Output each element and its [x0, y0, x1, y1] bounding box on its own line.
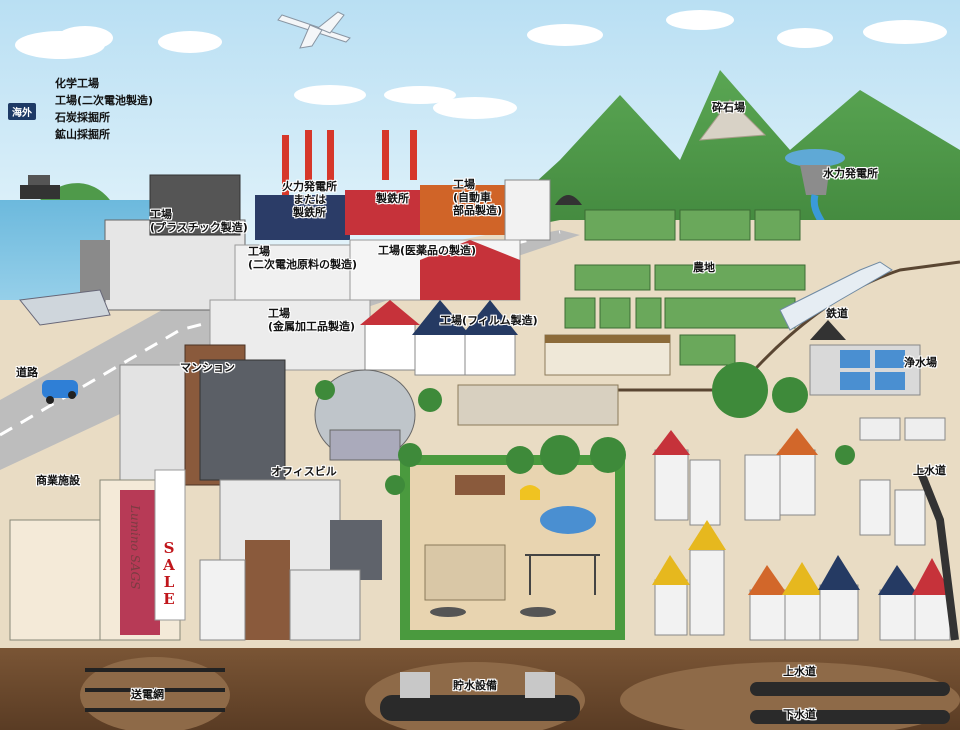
- overseas-item: 工場(二次電池製造): [55, 92, 153, 109]
- overseas-tag: 海外: [8, 103, 36, 120]
- water-supply-pipe: [750, 682, 950, 696]
- sewer-pipe: [750, 710, 950, 724]
- label-road: 道路: [16, 366, 38, 379]
- park: [405, 460, 620, 635]
- elephant-slide: [540, 506, 596, 534]
- bench: [455, 475, 505, 495]
- label-railway: 鉄道: [826, 307, 848, 320]
- store-sale-sign: SALE: [160, 540, 178, 608]
- long-building: [458, 385, 618, 425]
- label-thermal-power: 火力発電所 または 製鉄所: [282, 180, 337, 219]
- storage-tank: [380, 695, 580, 721]
- label-water-storage: 貯水設備: [453, 679, 497, 692]
- dam-lake: [785, 149, 845, 167]
- label-water-purification: 浄水場: [904, 356, 937, 369]
- label-farmland: 農地: [693, 261, 715, 274]
- overseas-item: 化学工場: [55, 75, 153, 92]
- label-hydro-power: 水力発電所: [823, 167, 878, 180]
- label-mansion: マンション: [180, 361, 235, 374]
- label-metal-factory: 工場 (金属加工品製造): [268, 307, 355, 333]
- store-name-sign: Lumino SAGS: [128, 505, 142, 589]
- overseas-item: 鉱山採掘所: [55, 126, 153, 143]
- label-water-supply-surface: 上水道: [913, 464, 946, 477]
- overseas-item: 石炭採掘所: [55, 109, 153, 126]
- train-station: [545, 335, 670, 375]
- label-pharma-factory: 工場(医薬品の製造): [378, 244, 476, 257]
- label-plastic-factory: 工場 (プラスチック製造): [150, 208, 248, 234]
- label-office-building: オフィスビル: [271, 465, 337, 478]
- label-sewer: 下水道: [783, 708, 816, 721]
- label-quarry: 砕石場: [712, 101, 745, 114]
- film-factory: [360, 300, 518, 375]
- label-power-grid: 送電網: [131, 688, 164, 701]
- label-battery-material-factory: 工場 (二次電池原料の製造): [248, 245, 357, 271]
- label-film-factory: 工場(フィルム製造): [440, 314, 538, 327]
- label-water-supply: 上水道: [783, 665, 816, 678]
- label-commercial: 商業施設: [36, 474, 80, 487]
- label-auto-parts-factory: 工場 (自動車 部品製造): [453, 178, 502, 217]
- overseas-list: 化学工場 工場(二次電池製造) 石炭採掘所 鉱山採掘所: [55, 75, 153, 143]
- label-steel-mill: 製鉄所: [376, 192, 409, 205]
